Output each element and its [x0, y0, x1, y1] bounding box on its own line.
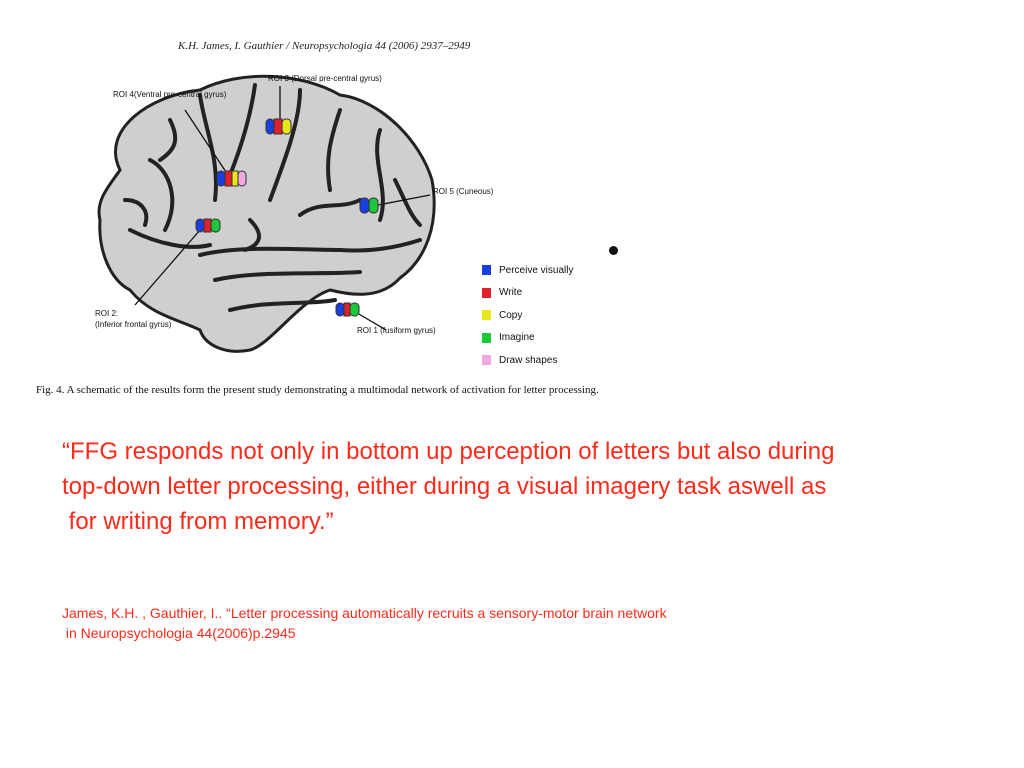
quote-line: “FFG responds not only in bottom up perc… — [62, 438, 835, 465]
roi2-label-line2: (Inferior frontal gyrus) — [95, 320, 172, 329]
quote-block: “FFG responds not only in bottom up perc… — [62, 434, 1002, 539]
reference-block: James, K.H. , Gauthier, I.. “Letter proc… — [62, 603, 667, 643]
roi1-marker — [335, 302, 360, 317]
legend-item: Draw shapes — [482, 353, 573, 367]
figure-header-citation: K.H. James, I. Gauthier / Neuropsycholog… — [178, 40, 471, 52]
legend-item: Imagine — [482, 331, 573, 345]
roi4-label: ROI 4(Ventral pre-central gyrus) — [113, 90, 227, 99]
roi3-label: ROI 3 (Dorsal pre-central gyrus) — [268, 74, 382, 83]
legend-swatch — [482, 310, 491, 321]
roi3-marker — [265, 118, 292, 135]
quote-line: for writing from memory.” — [62, 508, 334, 535]
brain-outline — [97, 74, 436, 353]
roi2-marker — [195, 218, 221, 233]
figure-legend: Perceive visually Write Copy Imagine Dra… — [482, 263, 573, 367]
quote-line: top-down letter processing, either durin… — [62, 473, 827, 500]
legend-swatch — [482, 332, 491, 343]
legend-swatch — [482, 355, 491, 366]
legend-item: Write — [482, 286, 573, 300]
roi4-marker — [216, 170, 247, 187]
legend-label: Copy — [499, 309, 523, 321]
roi1-label: ROI 1 (fusiform gyrus) — [357, 326, 436, 335]
roi5-marker — [359, 197, 379, 214]
legend-swatch — [482, 265, 491, 275]
bullet-dot — [609, 246, 618, 255]
legend-label: Draw shapes — [499, 354, 558, 366]
legend-item: Copy — [482, 308, 573, 322]
legend-label: Perceive visually — [499, 264, 574, 276]
brain-schematic — [97, 74, 436, 353]
roi5-label: ROI 5 (Cuneous) — [433, 187, 494, 196]
figure-caption: Fig. 4. A schematic of the results form … — [36, 384, 599, 396]
roi2-label-line1: ROI 2: — [95, 309, 119, 318]
legend-label: Write — [499, 287, 523, 299]
legend-item: Perceive visually — [482, 263, 573, 277]
legend-label: Imagine — [499, 332, 535, 344]
reference-line: in Neuropsychologia 44(2006)p.2945 — [62, 625, 296, 641]
brain-sulci — [123, 83, 422, 312]
legend-swatch — [482, 287, 491, 298]
reference-line: James, K.H. , Gauthier, I.. “Letter proc… — [62, 605, 667, 621]
